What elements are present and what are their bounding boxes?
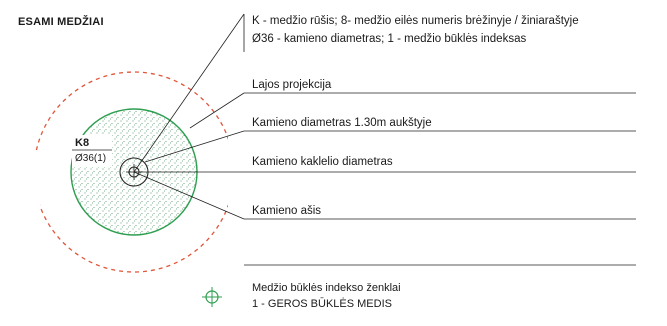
leader-legend [133, 13, 245, 173]
label-crown-projection: Lajos projekcija [252, 79, 332, 91]
leader-axis [133, 171, 245, 220]
tree-label: K8 [75, 137, 90, 149]
tree-diameter-label: Ø36(1) [75, 153, 107, 164]
condition-good-label: 1 - GEROS BŪKLĖS MEDIS [252, 298, 392, 310]
page-title: ESAMI MEDŽIAI [18, 16, 104, 28]
label-trunk-diameter: Kamieno diametras 1.30m aukštyje [252, 117, 432, 129]
label-trunk-axis: Kamieno ašis [252, 205, 322, 217]
leader-trunk130 [144, 130, 245, 163]
good-condition-symbol-icon [202, 287, 222, 307]
condition-title: Medžio būklės indekso ženklai [252, 282, 401, 294]
legend-line-1: K - medžio rūšis; 8- medžio eilės numeri… [252, 15, 579, 27]
legend-line-2: Ø36 - kamieno diametras; 1 - medžio būkl… [252, 33, 527, 45]
leader-crown [189, 92, 245, 129]
label-collar-diameter: Kamieno kaklelio diametras [252, 156, 393, 168]
